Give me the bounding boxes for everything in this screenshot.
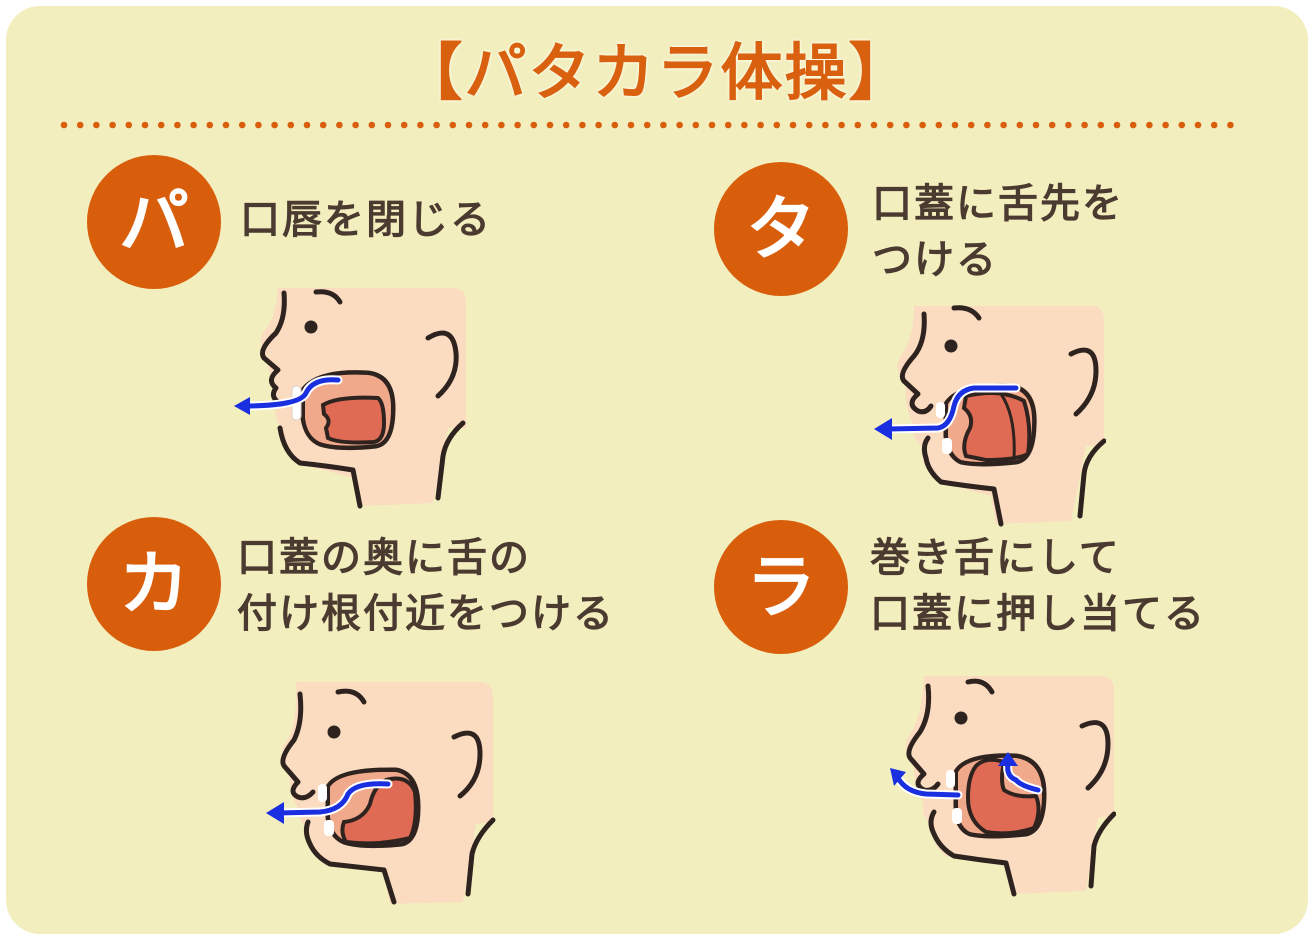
step-description-ta: 口蓋に舌先を つける <box>872 176 1124 288</box>
syllable-label: タ <box>746 188 816 270</box>
page-title: 【パタカラ体操】 <box>400 36 913 109</box>
step-description-pa: 口唇を閉じる <box>240 192 492 248</box>
description-line: つける <box>872 237 998 283</box>
syllable-label: ラ <box>746 546 816 628</box>
syllable-badge-pa: パ <box>87 155 221 289</box>
description-line: 口唇を閉じる <box>240 197 492 243</box>
tongue-root-palate-icon <box>266 682 496 905</box>
description-line: 巻き舌にして <box>870 535 1121 581</box>
lips-closed-airflow-icon <box>234 288 466 509</box>
dotted-divider <box>60 121 1234 129</box>
rolled-tongue-palate-icon <box>890 676 1116 897</box>
syllable-badge-ka: カ <box>87 517 221 651</box>
tongue-tip-palate-icon <box>874 305 1106 527</box>
syllable-label: パ <box>119 181 189 263</box>
syllable-label: カ <box>119 543 189 625</box>
step-description-ra: 巻き舌にして 口蓋に押し当てる <box>870 530 1206 642</box>
syllable-badge-ta: タ <box>714 162 848 296</box>
description-line: 口蓋に舌先を <box>872 181 1124 227</box>
description-line: 付け根付近をつける <box>237 591 615 637</box>
description-line: 口蓋に押し当てる <box>870 591 1206 637</box>
syllable-badge-ra: ラ <box>714 520 848 654</box>
step-description-ka: 口蓋の奥に舌の 付け根付近をつける <box>237 530 615 642</box>
description-line: 口蓋の奥に舌の <box>237 535 531 581</box>
